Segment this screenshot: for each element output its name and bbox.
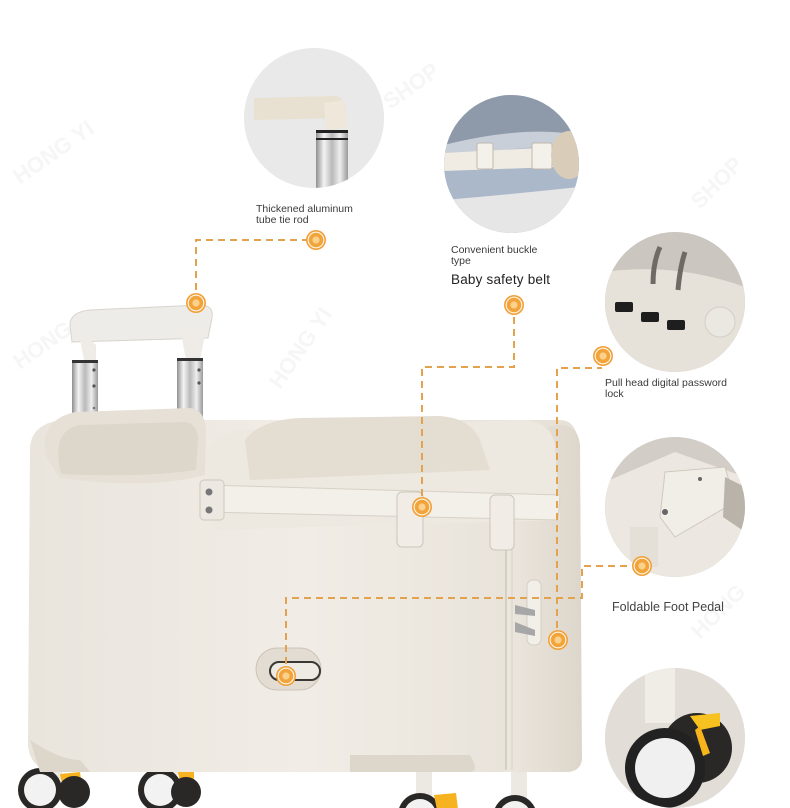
label-password-lock-line-2: lock (605, 388, 624, 401)
label-tie-rod-line-1: Thickened aluminum (256, 203, 353, 215)
label-password-lock-line-1: Pull head digital password (605, 377, 727, 389)
connector-tie-rod (195, 239, 316, 302)
photo-safety-belt (444, 95, 579, 233)
connector-password-lock (556, 367, 602, 640)
marker-tie-rod (186, 293, 206, 313)
connector-safety-belt (421, 305, 515, 508)
marker-foot-pedal-detail (632, 556, 652, 576)
marker-safety-belt (412, 497, 432, 517)
marker-password-lock-detail (593, 346, 613, 366)
marker-password-lock (548, 630, 568, 650)
label-safety-belt-title: Baby safety belt (451, 272, 551, 287)
photo-password-lock (605, 232, 745, 372)
label-tie-rod-line-2: tube tie rod (256, 214, 309, 227)
suitcase-body (28, 408, 582, 772)
label-tie-rod: Thickened aluminum tube tie rod (256, 203, 353, 227)
photo-foot-pedal (605, 437, 745, 577)
label-buckle-line-2: type (451, 255, 471, 268)
label-password-lock: Pull head digital password lock (605, 377, 727, 401)
label-foot-pedal: Foldable Foot Pedal (612, 600, 724, 614)
photo-tie-rod (244, 48, 384, 188)
marker-tie-rod-detail (306, 230, 326, 250)
photo-wheel (605, 668, 745, 808)
marker-foot-pedal (276, 666, 296, 686)
label-buckle-caption: Convenient buckle type (451, 244, 538, 268)
marker-safety-belt-detail (504, 295, 524, 315)
label-buckle-line-1: Convenient buckle (451, 244, 538, 256)
connector-foot-pedal (285, 565, 642, 676)
